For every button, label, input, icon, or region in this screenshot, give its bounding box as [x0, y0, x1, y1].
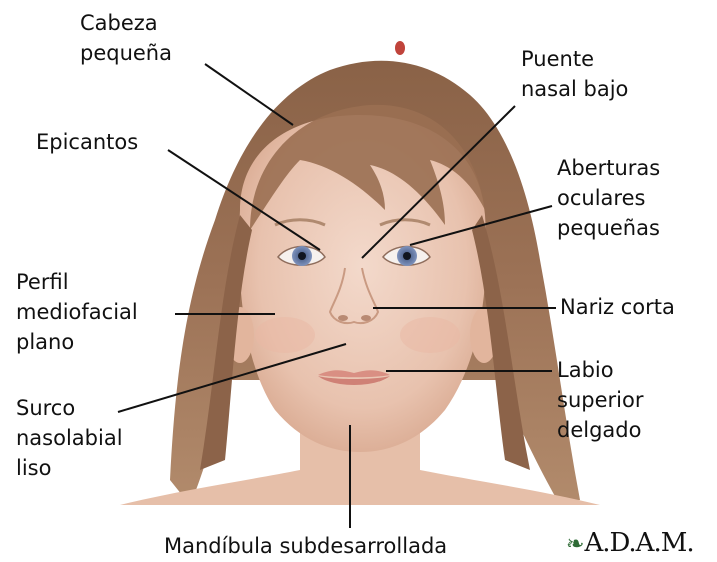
label-nariz-corta: Nariz corta — [560, 292, 675, 322]
label-line: oculares — [557, 183, 660, 213]
label-perfil-mediofacial: Perfil mediofacial plano — [16, 267, 138, 357]
right-nostril — [361, 315, 371, 321]
logo-text: A.D.A.M. — [584, 528, 693, 558]
label-line: Surco — [16, 393, 123, 423]
label-line: nasal bajo — [521, 74, 628, 104]
hair-tie — [395, 41, 405, 55]
adam-logo: ❧A.D.A.M. — [566, 528, 694, 558]
right-pupil — [403, 252, 411, 260]
leader-cabeza — [205, 64, 293, 125]
label-line: pequeñas — [557, 213, 660, 243]
label-line: Cabeza — [80, 8, 172, 38]
label-line: Aberturas — [557, 153, 660, 183]
label-line: Nariz corta — [560, 292, 675, 322]
label-aberturas-oculares: Aberturas oculares pequeñas — [557, 153, 660, 243]
label-mandibula: Mandíbula subdesarrollada — [164, 531, 447, 561]
label-surco-nasolabial: Surco nasolabial liso — [16, 393, 123, 483]
label-labio-superior: Labio superior delgado — [557, 355, 643, 445]
label-line: Perfil — [16, 267, 138, 297]
label-line: Puente — [521, 44, 628, 74]
label-cabeza-pequena: Cabeza pequeña — [80, 8, 172, 68]
left-pupil — [298, 252, 306, 260]
label-line: delgado — [557, 415, 643, 445]
right-cheek — [400, 317, 460, 353]
label-line: Epicantos — [36, 127, 138, 157]
label-line: superior — [557, 385, 643, 415]
label-line: mediofacial — [16, 297, 138, 327]
leaf-icon: ❧ — [566, 532, 583, 557]
label-line: plano — [16, 327, 138, 357]
label-line: Mandíbula subdesarrollada — [164, 531, 447, 561]
label-line: liso — [16, 453, 123, 483]
label-line: nasolabial — [16, 423, 123, 453]
label-puente-nasal-bajo: Puente nasal bajo — [521, 44, 628, 104]
label-line: pequeña — [80, 38, 172, 68]
left-cheek — [255, 317, 315, 353]
left-nostril — [338, 315, 348, 321]
label-line: Labio — [557, 355, 643, 385]
label-epicantos: Epicantos — [36, 127, 138, 157]
